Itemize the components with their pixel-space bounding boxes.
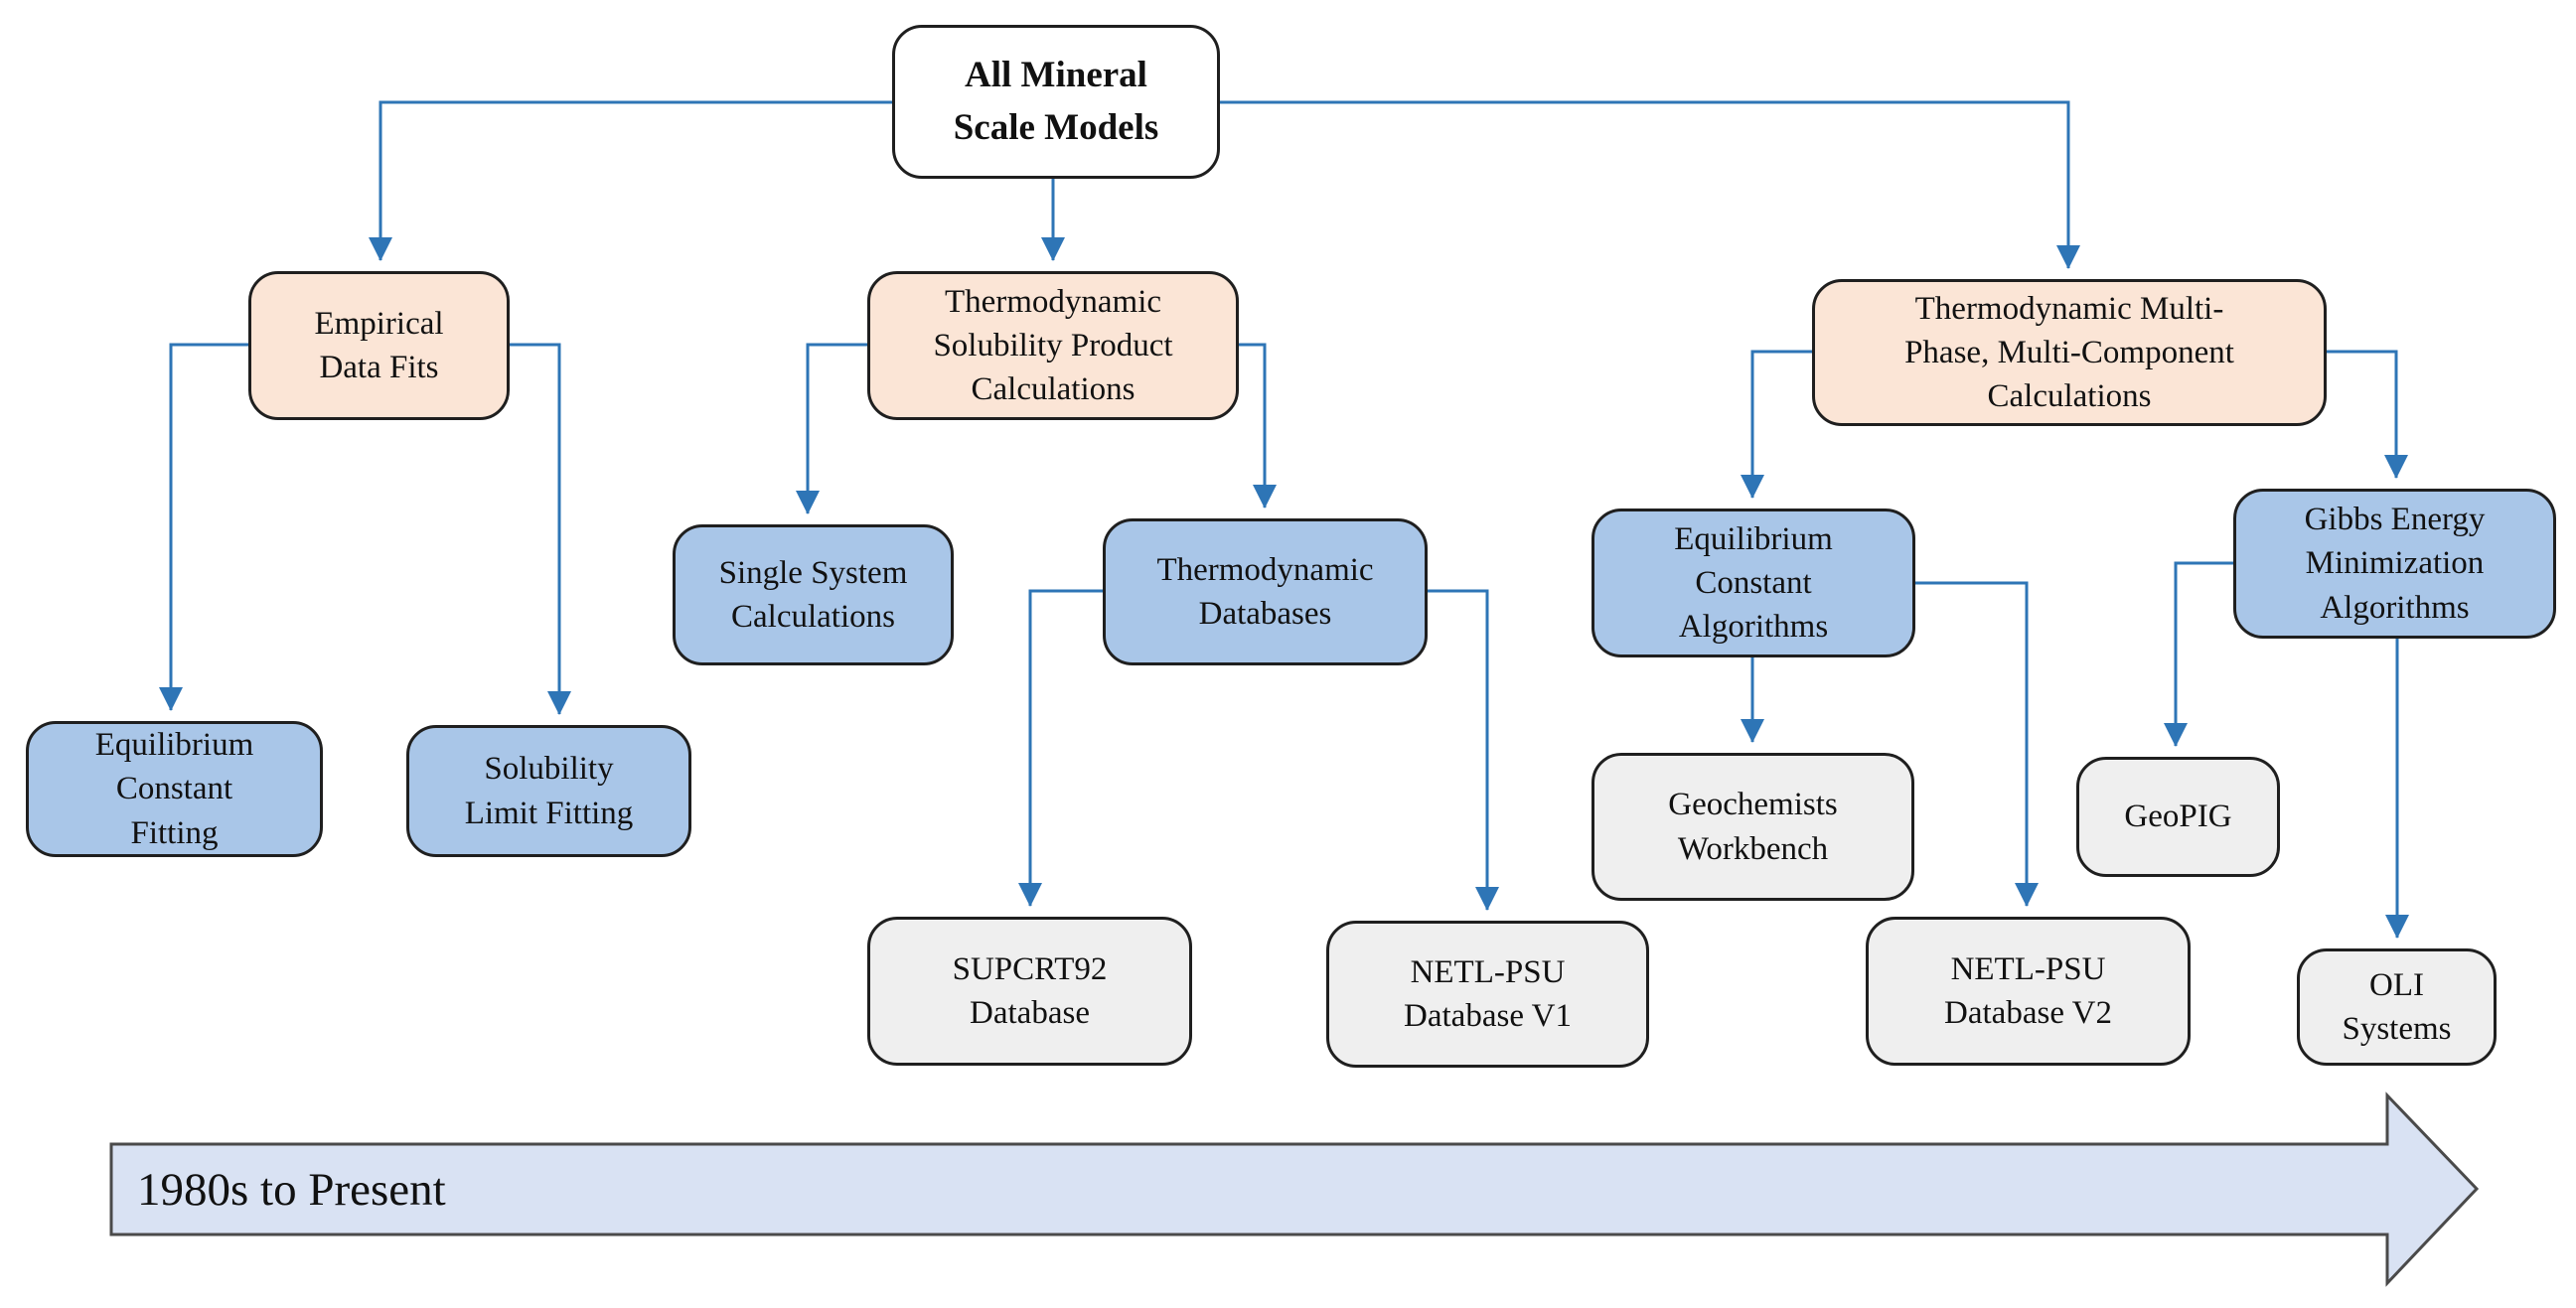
node-solubility-limit-fitting: Solubility Limit Fitting xyxy=(406,725,691,857)
node-gibbs-energy-minimization-algorithms-label: Gibbs Energy Minimization Algorithms xyxy=(2304,502,2486,626)
node-gibbs-energy-minimization-algorithms: Gibbs Energy Minimization Algorithms xyxy=(2233,489,2556,639)
node-single-system-calculations: Single System Calculations xyxy=(673,524,954,665)
connector-empirical-solfit xyxy=(510,343,571,715)
node-empirical-data-fits: Empirical Data Fits xyxy=(248,271,510,420)
connector-eqalgo-netl2 xyxy=(1915,581,2039,907)
node-thermodynamic-solubility-product-calculations: Thermodynamic Solubility Product Calcula… xyxy=(867,271,1239,420)
node-geochemists-workbench: Geochemists Workbench xyxy=(1591,753,1914,901)
node-oli-systems: OLI Systems xyxy=(2297,948,2497,1066)
node-equilibrium-constant-algorithms-label: Equilibrium Constant Algorithms xyxy=(1674,520,1833,646)
node-geochemists-workbench-label: Geochemists Workbench xyxy=(1668,787,1838,867)
connector-solubility-single xyxy=(796,343,867,514)
node-all-mineral-scale-models-label: All Mineral Scale Models xyxy=(953,54,1159,148)
connector-databases-supcrt xyxy=(1018,589,1103,907)
node-geopig-label: GeoPIG xyxy=(2124,799,2232,835)
node-equilibrium-constant-algorithms: Equilibrium Constant Algorithms xyxy=(1591,509,1915,657)
node-netl-psu-database-v1: NETL-PSU Database V1 xyxy=(1326,921,1649,1068)
node-netl-psu-database-v2: NETL-PSU Database V2 xyxy=(1866,917,2191,1066)
connector-multiphase-gibbs xyxy=(2327,350,2408,479)
connector-databases-netl1 xyxy=(1428,589,1499,911)
node-single-system-calculations-label: Single System Calculations xyxy=(718,554,908,635)
node-thermodynamic-solubility-product-calculations-label: Thermodynamic Solubility Product Calcula… xyxy=(933,283,1173,408)
node-oli-systems-label: OLI Systems xyxy=(2342,966,2452,1047)
node-equilibrium-constant-fitting-label: Equilibrium Constant Fitting xyxy=(94,727,254,851)
node-thermodynamic-databases-label: Thermodynamic Databases xyxy=(1156,551,1374,632)
connector-root-multiphase xyxy=(1219,100,2080,269)
node-solubility-limit-fitting-label: Solubility Limit Fitting xyxy=(464,751,634,831)
connector-multiphase-eqalgo xyxy=(1741,350,1812,499)
node-supcrt92-database-label: SUPCRT92 Database xyxy=(952,950,1108,1031)
timeline-label-text: 1980s to Present xyxy=(137,1163,446,1216)
node-thermodynamic-multiphase-multicomponent-calculations: Thermodynamic Multi- Phase, Multi-Compon… xyxy=(1812,279,2327,426)
node-equilibrium-constant-fitting: Equilibrium Constant Fitting xyxy=(26,721,323,857)
node-all-mineral-scale-models: All Mineral Scale Models xyxy=(892,25,1220,179)
timeline-label: 1980s to Present xyxy=(111,1144,2387,1235)
node-empirical-data-fits-label: Empirical Data Fits xyxy=(314,305,444,385)
connector-root-empirical xyxy=(369,100,892,261)
node-thermodynamic-multiphase-multicomponent-calculations-label: Thermodynamic Multi- Phase, Multi-Compon… xyxy=(1904,290,2234,415)
timeline-arrow xyxy=(109,1091,2480,1287)
node-thermodynamic-databases: Thermodynamic Databases xyxy=(1103,518,1428,665)
connector-solubility-databases xyxy=(1239,343,1277,509)
node-netl-psu-database-v2-label: NETL-PSU Database V2 xyxy=(1944,950,2112,1031)
node-supcrt92-database: SUPCRT92 Database xyxy=(867,917,1192,1066)
node-netl-psu-database-v1-label: NETL-PSU Database V1 xyxy=(1404,953,1572,1034)
connector-gibbs-geopig xyxy=(2164,561,2233,747)
connector-empirical-eqfit xyxy=(159,343,248,711)
node-geopig: GeoPIG xyxy=(2076,757,2280,877)
